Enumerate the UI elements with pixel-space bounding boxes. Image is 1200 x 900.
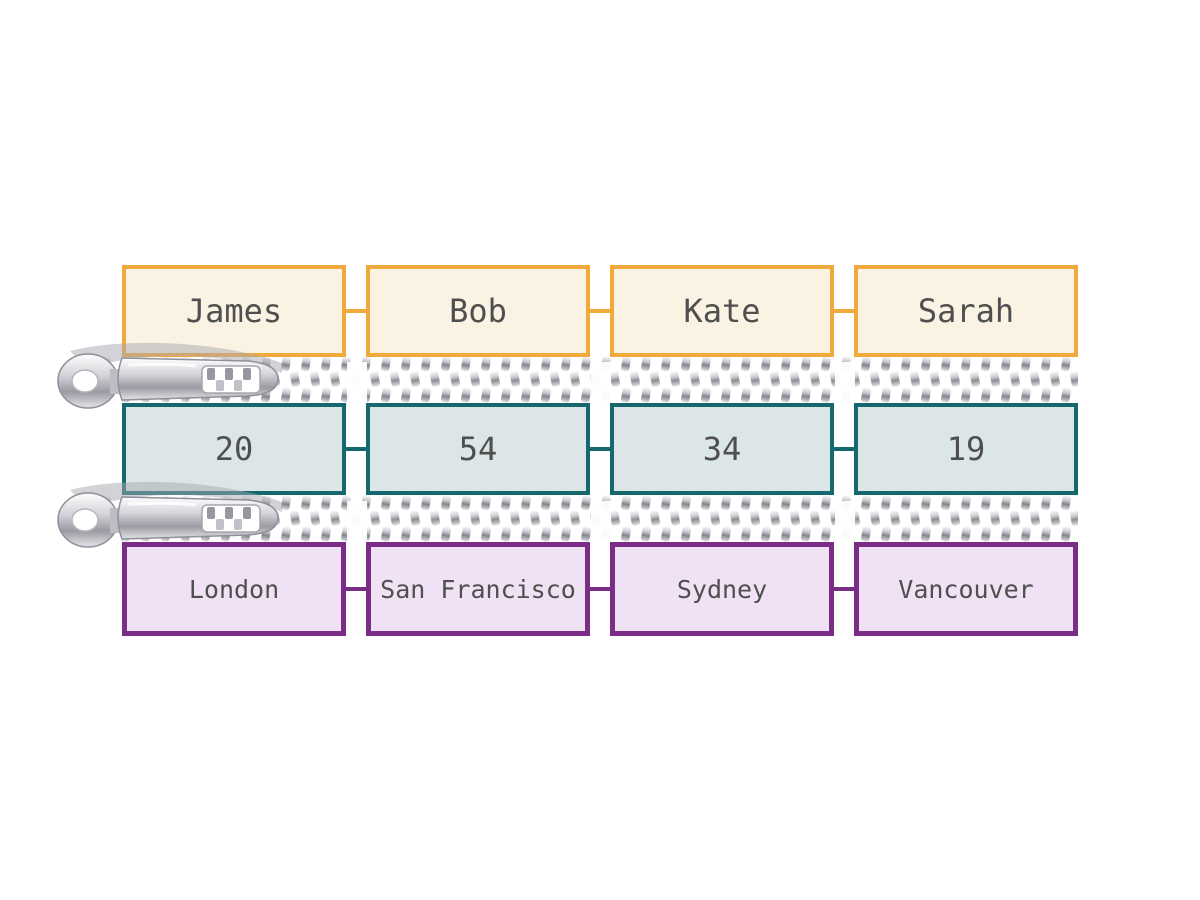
name-label: James <box>185 292 283 330</box>
connector-line <box>345 447 367 451</box>
age-label: 20 <box>214 430 254 468</box>
name-label: Bob <box>449 292 507 330</box>
city-box: Sydney <box>610 542 834 636</box>
name-box: Sarah <box>854 265 1078 357</box>
connector-line <box>589 447 611 451</box>
age-box: 54 <box>366 403 590 495</box>
city-label: London <box>188 574 280 604</box>
age-label: 34 <box>702 430 742 468</box>
connector-line <box>589 309 611 313</box>
age-box: 19 <box>854 403 1078 495</box>
name-label: Sarah <box>917 292 1015 330</box>
age-box: 20 <box>122 403 346 495</box>
city-box: San Francisco <box>366 542 590 636</box>
city-box: Vancouver <box>854 542 1078 636</box>
name-box: James <box>122 265 346 357</box>
age-label: 19 <box>946 430 986 468</box>
city-label: Vancouver <box>898 574 1034 604</box>
age-box: 34 <box>610 403 834 495</box>
connector-line <box>833 447 855 451</box>
connector-line <box>345 309 367 313</box>
name-box: Kate <box>610 265 834 357</box>
connector-line <box>589 587 611 591</box>
connector-line <box>345 587 367 591</box>
city-box: London <box>122 542 346 636</box>
connector-line <box>833 587 855 591</box>
name-box: Bob <box>366 265 590 357</box>
connector-line <box>833 309 855 313</box>
age-label: 54 <box>458 430 498 468</box>
name-label: Kate <box>683 292 761 330</box>
city-label: San Francisco <box>380 574 576 604</box>
zipper-slider-icon <box>57 481 282 548</box>
zipper-slider-icon <box>57 342 282 409</box>
city-label: Sydney <box>676 574 768 604</box>
